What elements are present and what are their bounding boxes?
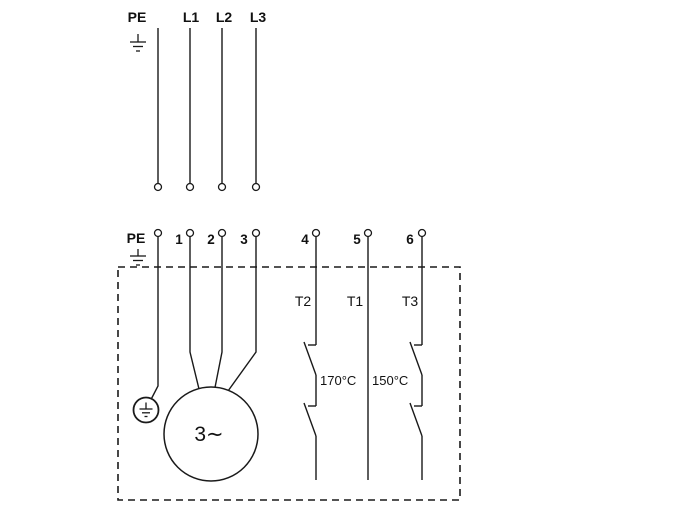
terminal-2-socket bbox=[217, 228, 227, 238]
motor-wiring bbox=[150, 236, 257, 400]
nc-contact-blade bbox=[409, 341, 423, 376]
thermal-t1-label: T1 bbox=[347, 293, 364, 309]
nc-contact-blade bbox=[303, 341, 317, 376]
supply-l3-plug bbox=[251, 182, 261, 192]
pe-earth-wire bbox=[150, 236, 159, 400]
supply-l2-plug bbox=[217, 182, 227, 192]
motor-wire-3 bbox=[227, 236, 257, 392]
thermal-switch-section: T2 T1 T3 170°C 150°C bbox=[295, 236, 423, 480]
terminal-1-label: 1 bbox=[175, 232, 183, 247]
motor-symbol: 3∼ bbox=[163, 386, 259, 482]
motor-circle bbox=[163, 386, 259, 482]
terminal-5-socket bbox=[363, 228, 373, 238]
protective-earth-icon bbox=[132, 396, 160, 424]
temp-170c-label: 170°C bbox=[320, 373, 356, 388]
terminal-3-label: 3 bbox=[240, 232, 248, 247]
terminal-3-socket bbox=[251, 228, 261, 238]
temp-150c-label: 150°C bbox=[372, 373, 408, 388]
terminal-4-label: 4 bbox=[301, 232, 309, 247]
terminal-pe-label: PE bbox=[127, 230, 146, 246]
thermal-t3-label: T3 bbox=[402, 293, 419, 309]
terminal-1-socket bbox=[185, 228, 195, 238]
motor-wire-2 bbox=[214, 236, 223, 388]
terminal-4-socket bbox=[311, 228, 321, 238]
terminal-6-socket bbox=[417, 228, 427, 238]
supply-l1-plug bbox=[185, 182, 195, 192]
terminal-2-label: 2 bbox=[207, 232, 215, 247]
supply-l2-label: L2 bbox=[216, 9, 233, 25]
motor-label: 3∼ bbox=[194, 423, 223, 446]
earth-symbol-supply bbox=[130, 34, 146, 52]
thermal-contact-line-4 bbox=[303, 236, 317, 480]
motor-wire-1 bbox=[189, 236, 200, 390]
terminal-6-label: 6 bbox=[406, 232, 414, 247]
supply-pe-label: PE bbox=[128, 9, 147, 25]
terminal-5-label: 5 bbox=[353, 232, 361, 247]
nc-contact-blade bbox=[303, 402, 317, 437]
terminal-pe-socket bbox=[153, 228, 163, 238]
earth-symbol-terminal bbox=[130, 249, 146, 266]
supply-section: PE L1 L2 L3 bbox=[128, 9, 267, 192]
thermal-contact-line-6 bbox=[409, 236, 423, 480]
thermal-t2-label: T2 bbox=[295, 293, 312, 309]
supply-l1-label: L1 bbox=[183, 9, 200, 25]
terminal-row-section: PE 1 2 3 4 5 6 bbox=[127, 228, 427, 266]
supply-l3-label: L3 bbox=[250, 9, 267, 25]
pump-enclosure-boundary bbox=[117, 266, 461, 501]
nc-contact-blade bbox=[409, 402, 423, 437]
supply-pe-plug bbox=[153, 182, 163, 192]
